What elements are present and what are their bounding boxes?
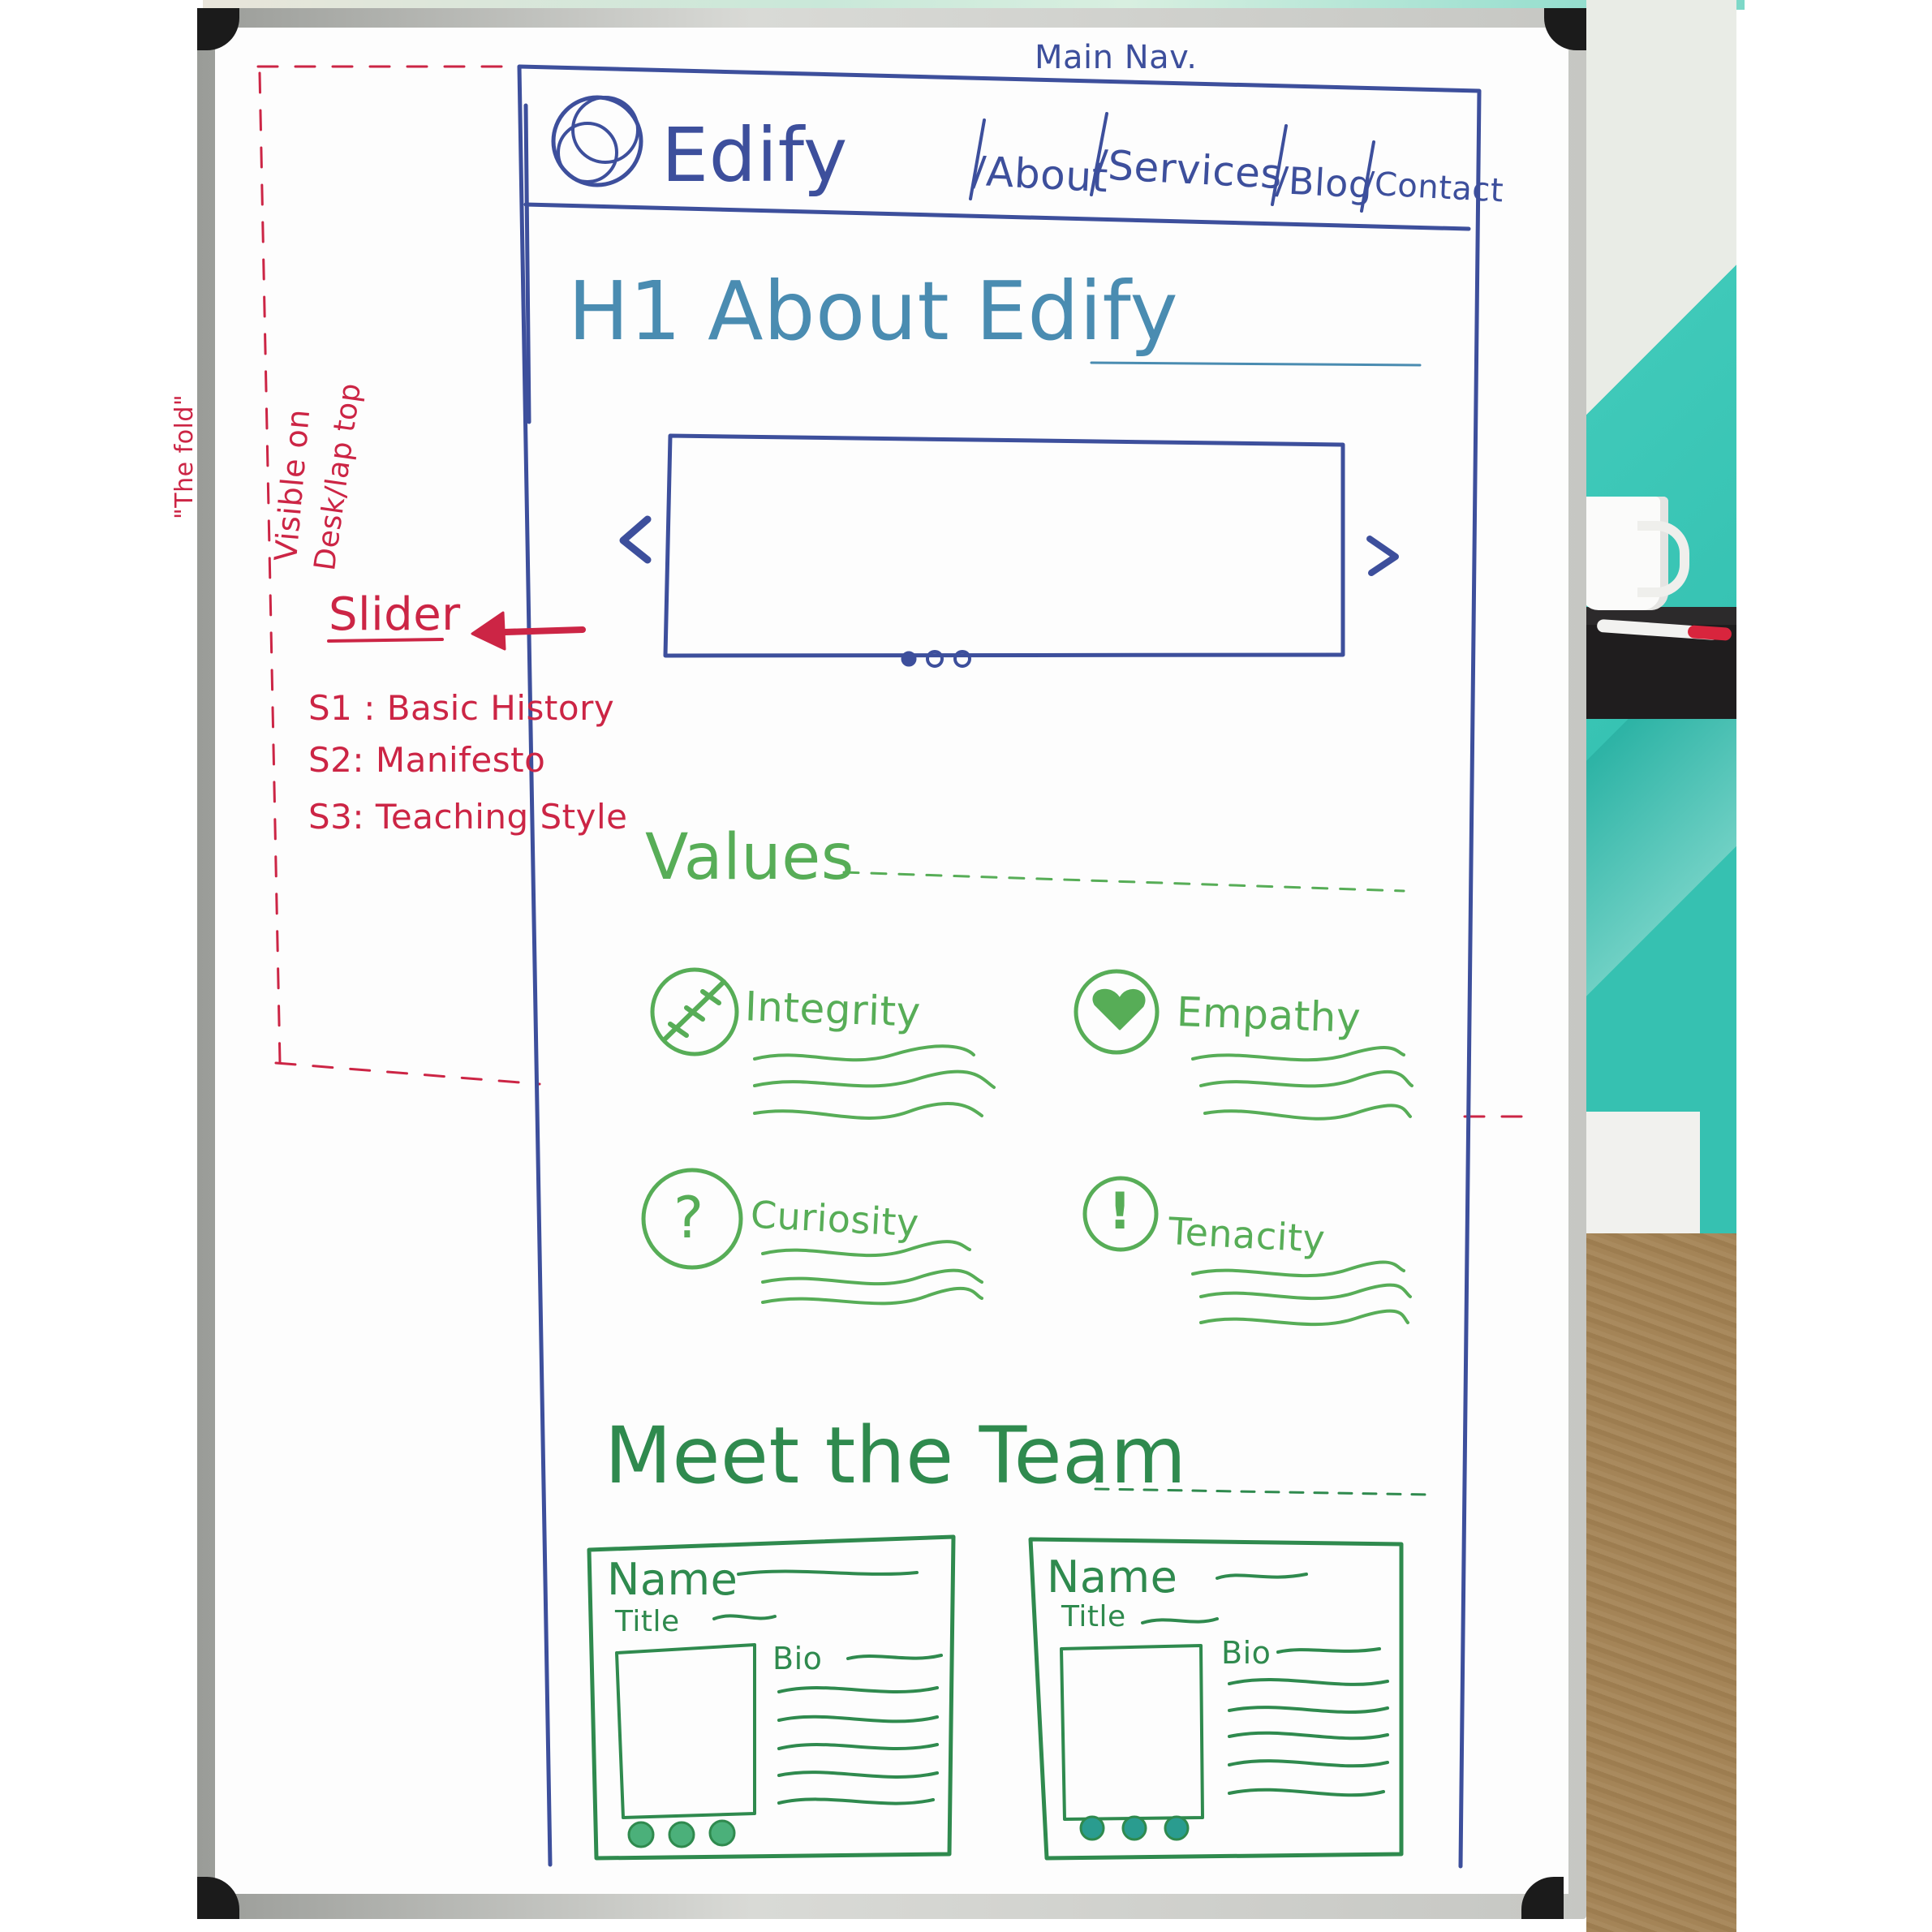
fold-note-line-1: "The fold": [170, 394, 199, 519]
team-card-2-bio: Bio: [1221, 1635, 1272, 1671]
image-slider[interactable]: [670, 438, 1340, 653]
nav-link-about[interactable]: /About: [970, 147, 1110, 202]
team-heading: Meet the Team: [605, 1410, 1187, 1501]
exclamation-icon: !: [1108, 1181, 1132, 1241]
brand-wordmark[interactable]: Edify: [661, 112, 848, 199]
slide-note-2: S2: Manifesto: [308, 740, 546, 780]
slide-note-3: S3: Teaching Style: [308, 797, 628, 837]
baseboard: [1586, 1112, 1700, 1233]
slider-annotation: Slider: [329, 588, 461, 641]
slide-note-1: S1 : Basic History: [308, 688, 615, 728]
question-mark-icon: ?: [673, 1185, 704, 1251]
nav-link-contact[interactable]: /Contact: [1362, 165, 1505, 210]
team-card-2-title: Title: [1061, 1600, 1126, 1633]
whiteboard-surface: [215, 28, 1568, 1894]
team-card-2-name: Name: [1047, 1551, 1178, 1603]
value-integrity-label: Integrity: [744, 983, 922, 1036]
value-curiosity-label: Curiosity: [749, 1192, 920, 1246]
team-card-1-bio: Bio: [772, 1641, 823, 1676]
team-card-1-title: Title: [615, 1605, 680, 1638]
nav-link-blog[interactable]: /Blog: [1274, 157, 1375, 208]
values-heading: Values: [645, 821, 854, 894]
main-nav-annotation: Main Nav.: [1035, 39, 1198, 76]
chevron-left-icon[interactable]: [617, 515, 653, 568]
value-empathy-label: Empathy: [1176, 988, 1362, 1042]
page-title: H1 About Edify: [568, 264, 1179, 359]
team-card-1-name: Name: [607, 1554, 738, 1605]
value-tenacity-label: Tenacity: [1167, 1208, 1327, 1262]
nav-link-services[interactable]: /Services: [1092, 140, 1284, 199]
wall-strip: [203, 0, 1745, 10]
carpet-floor: [1586, 1233, 1736, 1932]
chevron-right-icon[interactable]: [1365, 531, 1401, 580]
